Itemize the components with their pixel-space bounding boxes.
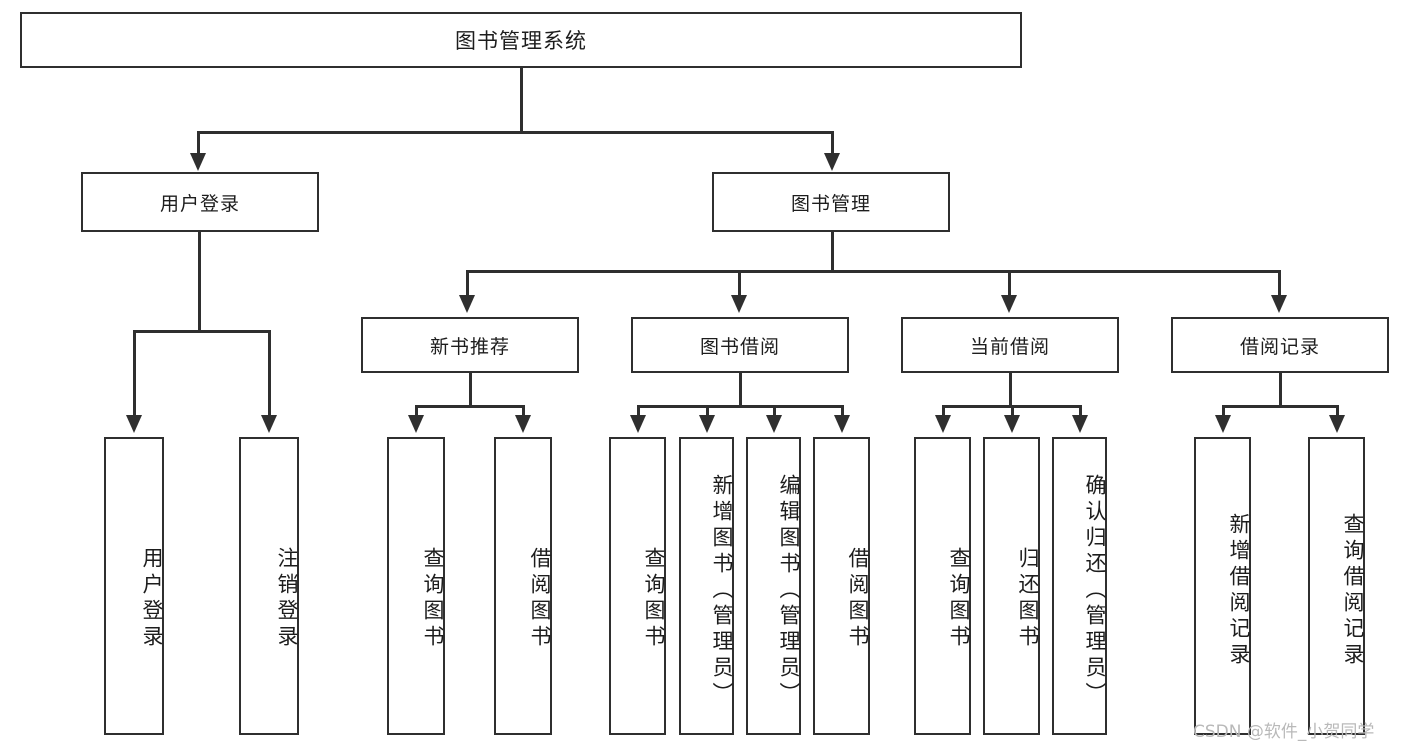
arrow-book-mgmt-to-l3-3 [1001,295,1017,313]
connector-book-mgmt-to-l3-2 [738,270,741,297]
connector-book-mgmt-down [831,232,834,272]
node-label: 借阅图书 [846,547,870,651]
leaf-book-borrow-query[interactable]: 查询图书 [609,437,666,735]
connector-user-login-to-leaf-2 [268,330,271,417]
node-label: 当前借阅 [969,335,1050,358]
node-label: 查询图书 [642,547,666,651]
node-label: 查询借阅记录 [1341,513,1365,669]
node-label: 新增借阅记录 [1227,513,1251,669]
connector-borrow-record-down [1279,373,1282,407]
connector-book-borrow-to-leaf-2 [706,405,709,417]
connector-book-borrow-to-leaf-3 [773,405,776,417]
connector-new-book-to-leaf-2 [522,405,525,417]
node-label: 图书管理系统 [455,29,587,53]
node-new-book-recommend[interactable]: 新书推荐 [361,317,579,373]
node-label: 归还图书 [1016,547,1040,651]
node-label: 查询图书 [421,547,445,651]
leaf-current-borrow-query[interactable]: 查询图书 [914,437,971,735]
connector-user-login-down [198,232,201,332]
node-root-system[interactable]: 图书管理系统 [20,12,1022,68]
node-label: 查询图书 [947,547,971,651]
arrow-borrow-record-to-leaf-2 [1329,415,1345,433]
arrow-user-login-to-leaf-2 [261,415,277,433]
node-user-login[interactable]: 用户登录 [81,172,319,232]
connector-user-login-bus [133,330,269,333]
leaf-new-book-borrow[interactable]: 借阅图书 [494,437,552,735]
connector-current-borrow-to-leaf-2 [1011,405,1014,417]
node-label: 用户登录 [140,547,164,651]
arrow-root-to-book-mgmt [824,153,840,171]
connector-current-borrow-down [1009,373,1012,407]
node-book-borrow[interactable]: 图书借阅 [631,317,849,373]
node-label: 图书借阅 [699,335,780,358]
arrow-new-book-to-leaf-2 [515,415,531,433]
node-label: 新书推荐 [429,335,510,358]
connector-new-book-bus [415,405,525,408]
arrow-user-login-to-leaf-1 [126,415,142,433]
connector-book-mgmt-to-l3-1 [466,270,469,297]
connector-book-mgmt-bus [466,270,1281,273]
arrow-book-borrow-to-leaf-4 [834,415,850,433]
connector-new-book-down [469,373,472,407]
connector-root-to-user-login [197,131,200,155]
connector-borrow-record-to-leaf-1 [1222,405,1225,417]
node-label: 确认归还（管理员） [1083,474,1107,708]
connector-new-book-to-leaf-1 [415,405,418,417]
node-label: 用户登录 [159,192,240,215]
node-label: 图书管理 [790,192,871,215]
leaf-borrow-record-add[interactable]: 新增借阅记录 [1194,437,1251,735]
connector-borrow-record-to-leaf-2 [1336,405,1339,417]
arrow-book-borrow-to-leaf-3 [766,415,782,433]
node-label: 新增图书（管理员） [710,474,734,708]
node-book-management[interactable]: 图书管理 [712,172,950,232]
leaf-borrow-record-query[interactable]: 查询借阅记录 [1308,437,1365,735]
node-label: 注销登录 [275,547,299,651]
connector-borrow-record-bus [1222,405,1339,408]
node-label: 编辑图书（管理员） [777,474,801,708]
arrow-book-mgmt-to-l3-1 [459,295,475,313]
arrow-new-book-to-leaf-1 [408,415,424,433]
connector-current-borrow-to-leaf-1 [942,405,945,417]
connector-root-to-book-mgmt [831,131,834,155]
arrow-current-borrow-to-leaf-3 [1072,415,1088,433]
connector-root-down [520,68,523,131]
leaf-book-borrow-add-admin[interactable]: 新增图书（管理员） [679,437,734,735]
leaf-book-borrow-edit-admin[interactable]: 编辑图书（管理员） [746,437,801,735]
leaf-current-borrow-confirm-admin[interactable]: 确认归还（管理员） [1052,437,1107,735]
leaf-user-login-signout[interactable]: 注销登录 [239,437,299,735]
csdn-watermark: CSDN @软件_小贺同学 [1193,722,1375,742]
connector-root-bus [197,131,834,134]
leaf-current-borrow-return[interactable]: 归还图书 [983,437,1040,735]
arrow-current-borrow-to-leaf-1 [935,415,951,433]
connector-book-borrow-bus [637,405,843,408]
leaf-book-borrow-borrow[interactable]: 借阅图书 [813,437,870,735]
leaf-user-login-signin[interactable]: 用户登录 [104,437,164,735]
node-borrow-record[interactable]: 借阅记录 [1171,317,1389,373]
leaf-new-book-query[interactable]: 查询图书 [387,437,445,735]
arrow-book-borrow-to-leaf-1 [630,415,646,433]
node-label: 借阅图书 [528,547,552,651]
connector-book-borrow-to-leaf-4 [841,405,844,417]
connector-book-mgmt-to-l3-4 [1278,270,1281,297]
arrow-book-mgmt-to-l3-2 [731,295,747,313]
connector-book-borrow-to-leaf-1 [637,405,640,417]
connector-user-login-to-leaf-1 [133,330,136,417]
arrow-borrow-record-to-leaf-1 [1215,415,1231,433]
arrow-book-mgmt-to-l3-4 [1271,295,1287,313]
node-current-borrow[interactable]: 当前借阅 [901,317,1119,373]
connector-current-borrow-to-leaf-3 [1079,405,1082,417]
connector-book-mgmt-to-l3-3 [1008,270,1011,297]
arrow-book-borrow-to-leaf-2 [699,415,715,433]
node-label: 借阅记录 [1239,335,1320,358]
arrow-current-borrow-to-leaf-2 [1004,415,1020,433]
arrow-root-to-user-login [190,153,206,171]
connector-book-borrow-down [739,373,742,407]
